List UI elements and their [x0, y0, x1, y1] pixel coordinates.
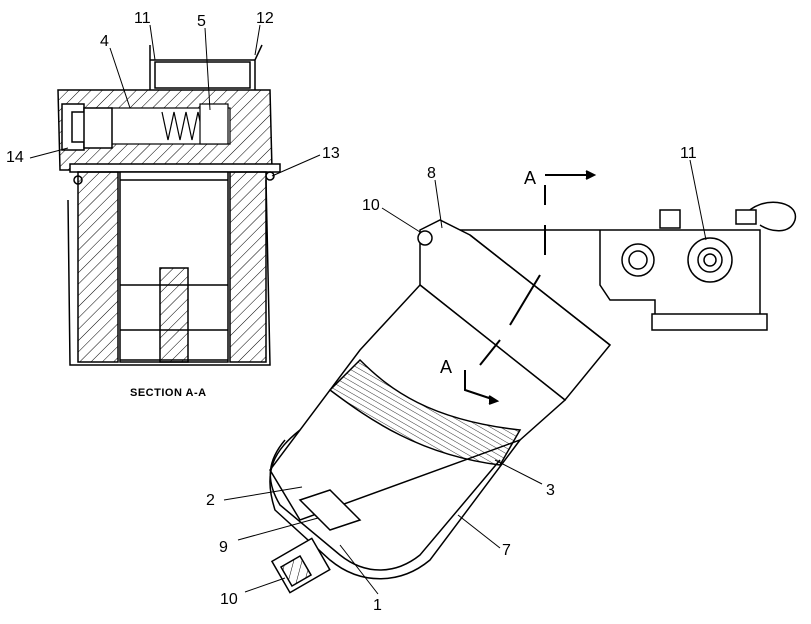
callout-1: 1 — [373, 597, 382, 614]
drain-valve — [298, 489, 362, 531]
port-left — [621, 243, 655, 277]
spring — [109, 103, 231, 145]
section-marker-top: A — [524, 168, 536, 188]
callout-11-top: 11 — [134, 10, 151, 27]
callout-12: 12 — [256, 10, 274, 27]
callout-8: 8 — [427, 165, 436, 182]
callout-10-top: 10 — [362, 197, 380, 214]
mounting-bracket — [420, 229, 761, 321]
callout-5: 5 — [197, 13, 206, 30]
callout-10-bottom: 10 — [220, 591, 238, 608]
port-right — [687, 237, 733, 283]
callout-9: 9 — [219, 539, 228, 556]
callout-3: 3 — [546, 482, 555, 499]
main-leaders — [223, 159, 707, 595]
callout-13: 13 — [322, 145, 340, 162]
filter-assembly — [269, 201, 796, 594]
callout-2: 2 — [206, 492, 215, 509]
callout-14: 14 — [6, 149, 24, 166]
callout-11-right: 11 — [680, 145, 697, 162]
section-view — [57, 44, 281, 366]
section-leaders — [29, 24, 321, 177]
vent-plug — [417, 230, 433, 246]
main-callouts: 8 10 11 2 3 9 7 10 1 — [206, 145, 697, 614]
filter-element — [328, 358, 522, 466]
section-caption: SECTION A-A — [130, 387, 207, 399]
canister-outline — [67, 179, 271, 366]
head-top-ports — [149, 44, 263, 90]
section-marker-bottom: A — [440, 357, 452, 377]
water-bowl — [269, 429, 521, 580]
section-callouts: 11 12 4 5 14 13 — [6, 10, 340, 166]
vent-loop — [744, 201, 796, 232]
section-line — [464, 170, 597, 405]
callout-4: 4 — [100, 33, 109, 50]
callout-7: 7 — [502, 542, 511, 559]
